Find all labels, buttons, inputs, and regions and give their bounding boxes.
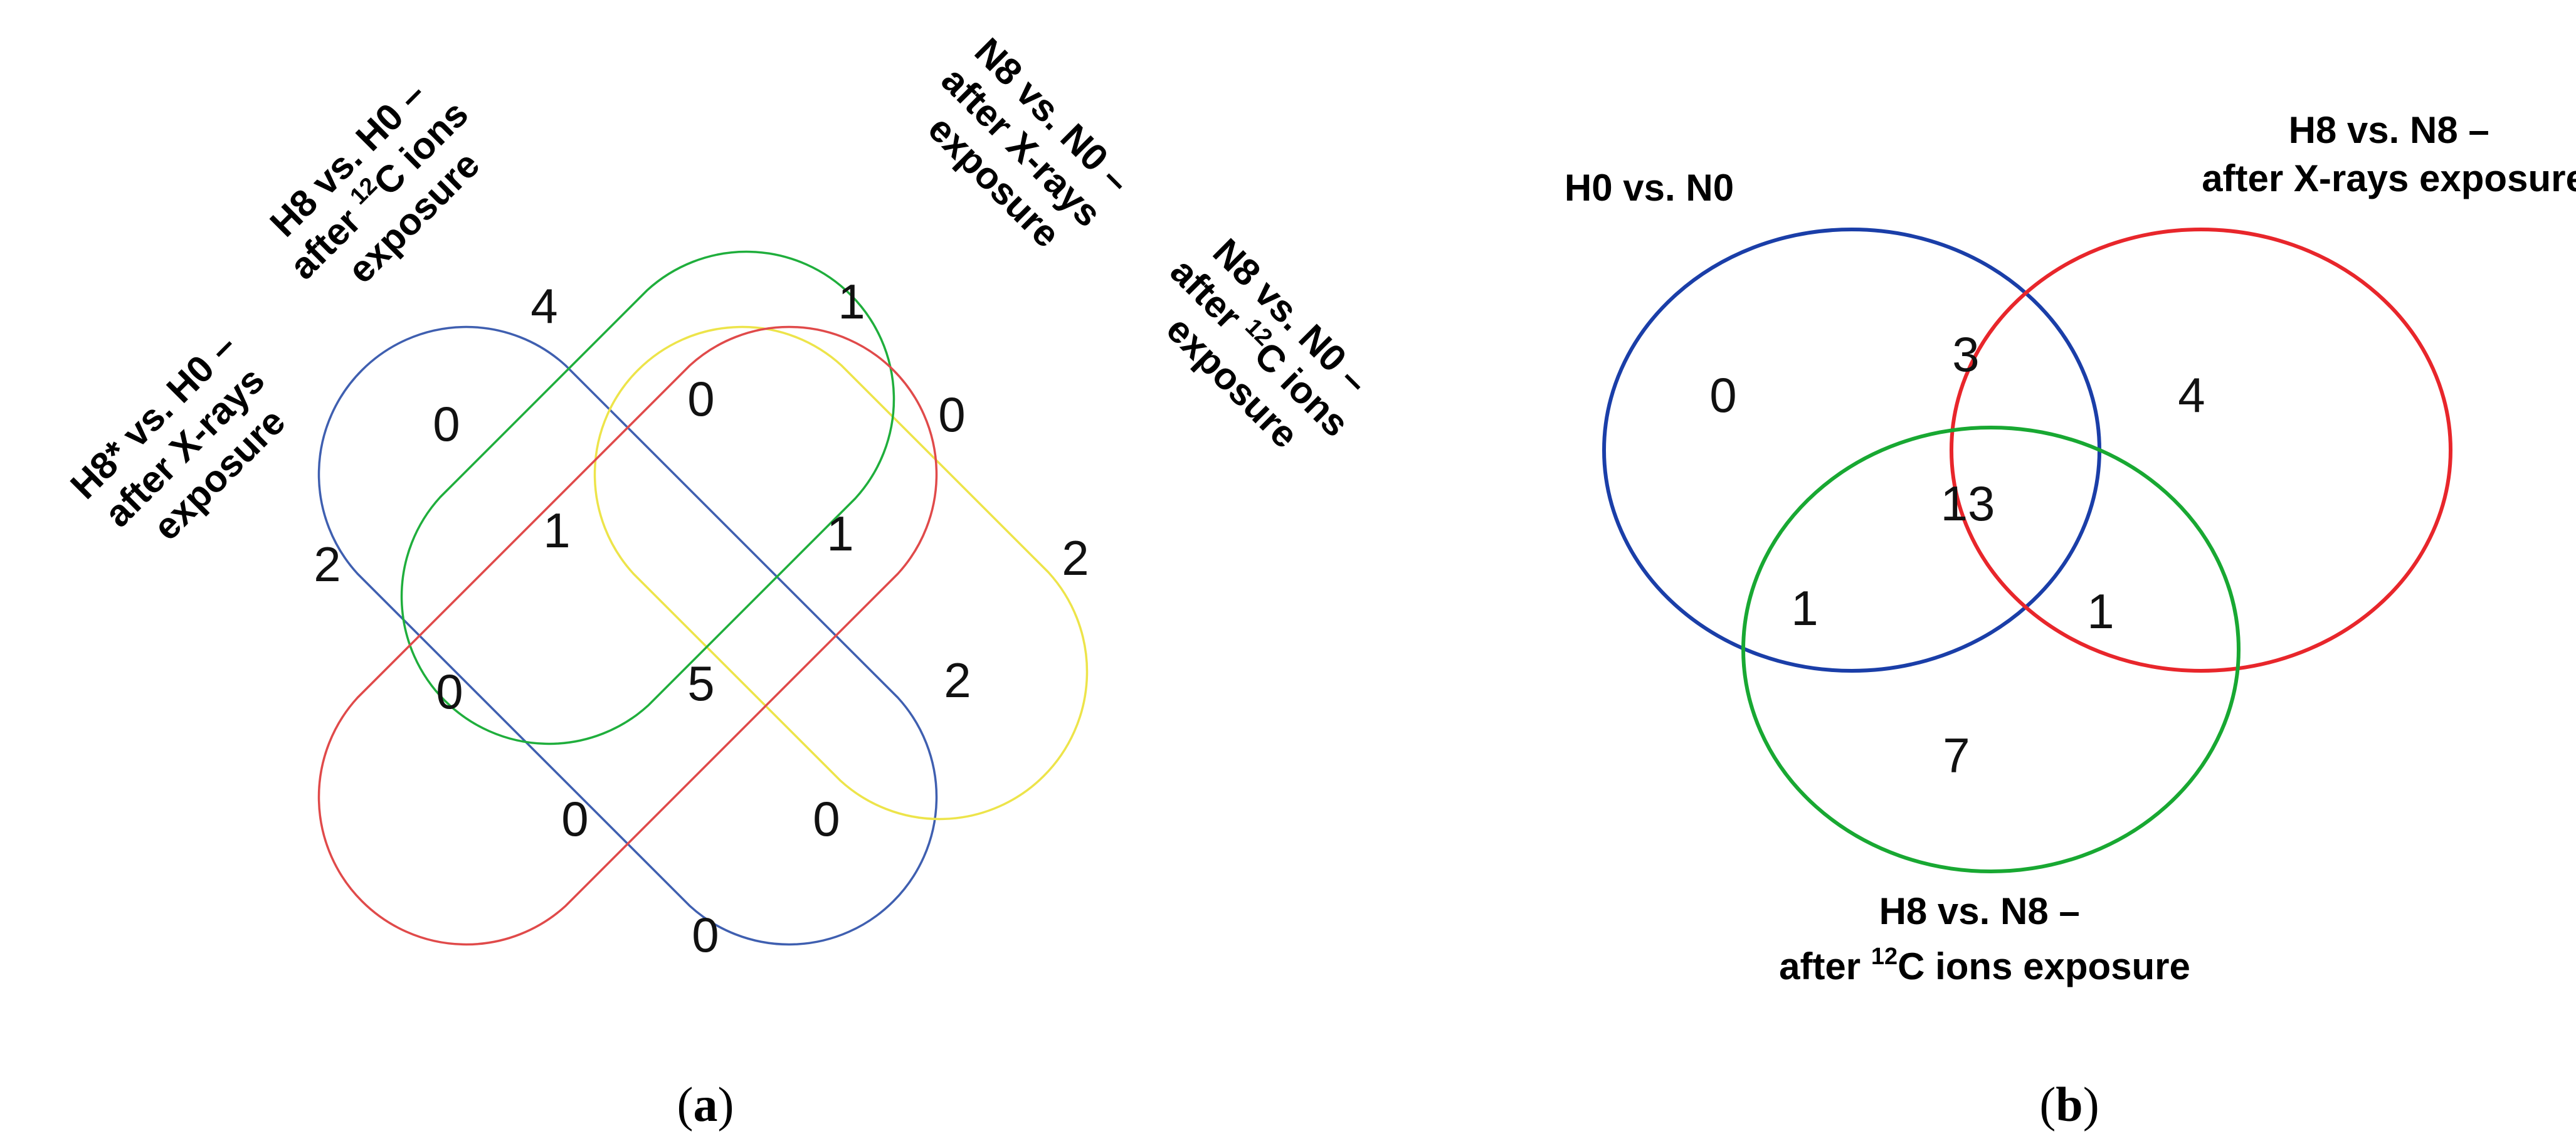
count-red-green-b: 1 [2087,584,2114,639]
count-blue-red: 0 [433,396,460,451]
count-blue-green-yellow: 0 [561,791,588,846]
venn-diagram-a: H8* vs. H0 – after X-rays exposure H8 vs… [62,28,1395,1132]
count-red-green: 0 [687,371,714,426]
count-blue-green: 0 [436,664,463,719]
count-red-green-yellow: 1 [826,506,853,561]
count-blue-red-green: 1 [543,503,570,558]
count-blue-red-yellow: 0 [813,791,840,846]
panel-label-a: (a) [677,1077,734,1132]
set-outline-green [400,250,895,745]
region-counts-b: 0 4 7 3 1 1 13 [1709,327,2205,783]
set-outline-red [317,325,938,946]
count-green-yellow: 0 [938,387,965,442]
set-outline-yellow [593,325,1089,821]
panel-label-b: (b) [2039,1077,2099,1132]
count-green-only: 1 [838,274,865,329]
venn-diagram-b: H0 vs. N0 H8 vs. N8 – after X-rays expos… [1565,109,2576,1132]
region-counts-a: 4 1 2 2 0 0 0 1 1 0 5 2 0 0 0 [314,274,1089,962]
set-label-yellow: N8 vs. N0 – after 12C ions exposure [1131,219,1395,483]
count-red-yellow: 2 [944,653,971,708]
set-outline-green-b [1741,426,2241,873]
set-outline-blue [317,325,938,946]
count-blue-yellow: 0 [692,907,719,962]
count-all-three-b: 13 [1941,476,1995,531]
count-red-only-b: 4 [2178,367,2205,423]
set-outline-red-b [1950,228,2452,673]
count-blue-only-b: 0 [1709,367,1736,423]
set-label-blue: H8* vs. H0 – after X-rays exposure [62,317,314,569]
set-label-blue-b: H0 vs. N0 [1565,167,1734,209]
count-all-four: 5 [687,656,714,711]
set-label-green-b: H8 vs. N8 – after 12C ions exposure [1779,890,2190,987]
set-label-red: H8 vs. H0 – after 12C ions exposure [250,54,514,318]
count-green-only-b: 7 [1943,728,1970,783]
count-yellow-only: 2 [1062,530,1089,586]
count-blue-green-b: 1 [1791,581,1818,636]
count-blue-only: 2 [314,537,340,592]
set-label-green: N8 vs. N0 – after X-rays exposure [902,28,1148,273]
count-blue-red-b: 3 [1952,327,1979,382]
set-label-red-b: H8 vs. N8 – after X-rays exposure [2202,109,2576,199]
count-red-only: 4 [531,278,557,334]
